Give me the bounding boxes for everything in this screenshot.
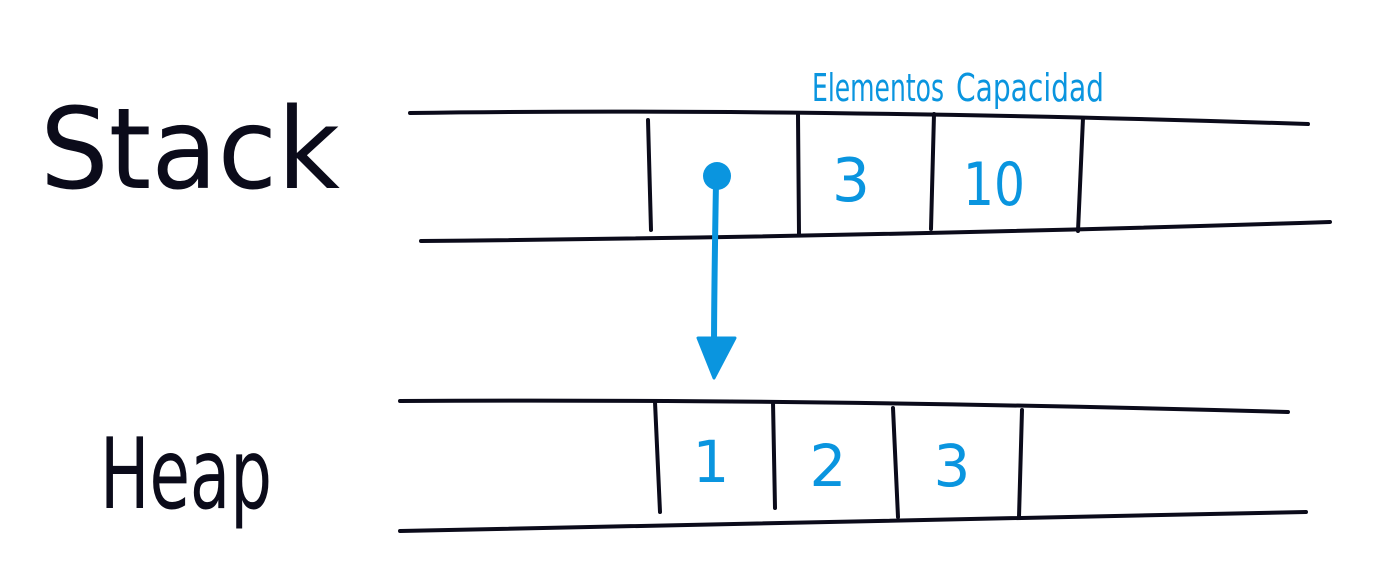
stack-divider-2 xyxy=(796,113,801,236)
stack-row: Elementos Capacidad 3 10 xyxy=(408,66,1332,243)
heap-divider-2 xyxy=(771,400,777,510)
stack-divider-3 xyxy=(929,112,936,231)
heap-row: 1 2 3 xyxy=(398,398,1308,533)
stack-top-border xyxy=(408,109,1310,126)
stack-header-elementos: Elementos xyxy=(812,66,944,110)
stack-divider-4 xyxy=(1076,116,1085,233)
stack-divider-1 xyxy=(646,118,653,232)
heap-divider-1 xyxy=(653,400,662,514)
pointer-arrow xyxy=(696,179,737,380)
stack-title: Stack xyxy=(40,85,340,215)
heap-divider-4 xyxy=(1017,408,1024,519)
pointer-arrow-shaft xyxy=(711,179,719,355)
heap-cell-3: 3 xyxy=(934,432,971,500)
stack-value-capacidad: 10 xyxy=(963,150,1025,220)
heap-bottom-border xyxy=(398,510,1308,533)
heap-cell-2: 2 xyxy=(810,432,847,500)
stack-header-capacidad: Capacidad xyxy=(956,66,1104,110)
stack-bottom-border xyxy=(419,220,1332,243)
heap-cell-1: 1 xyxy=(693,428,730,496)
pointer-dot xyxy=(703,162,731,190)
heap-top-border xyxy=(398,398,1290,414)
stack-value-elementos: 3 xyxy=(832,146,870,216)
pointer-arrow-head xyxy=(696,336,737,380)
heap-title: Heap xyxy=(100,418,272,532)
heap-divider-3 xyxy=(891,406,900,519)
